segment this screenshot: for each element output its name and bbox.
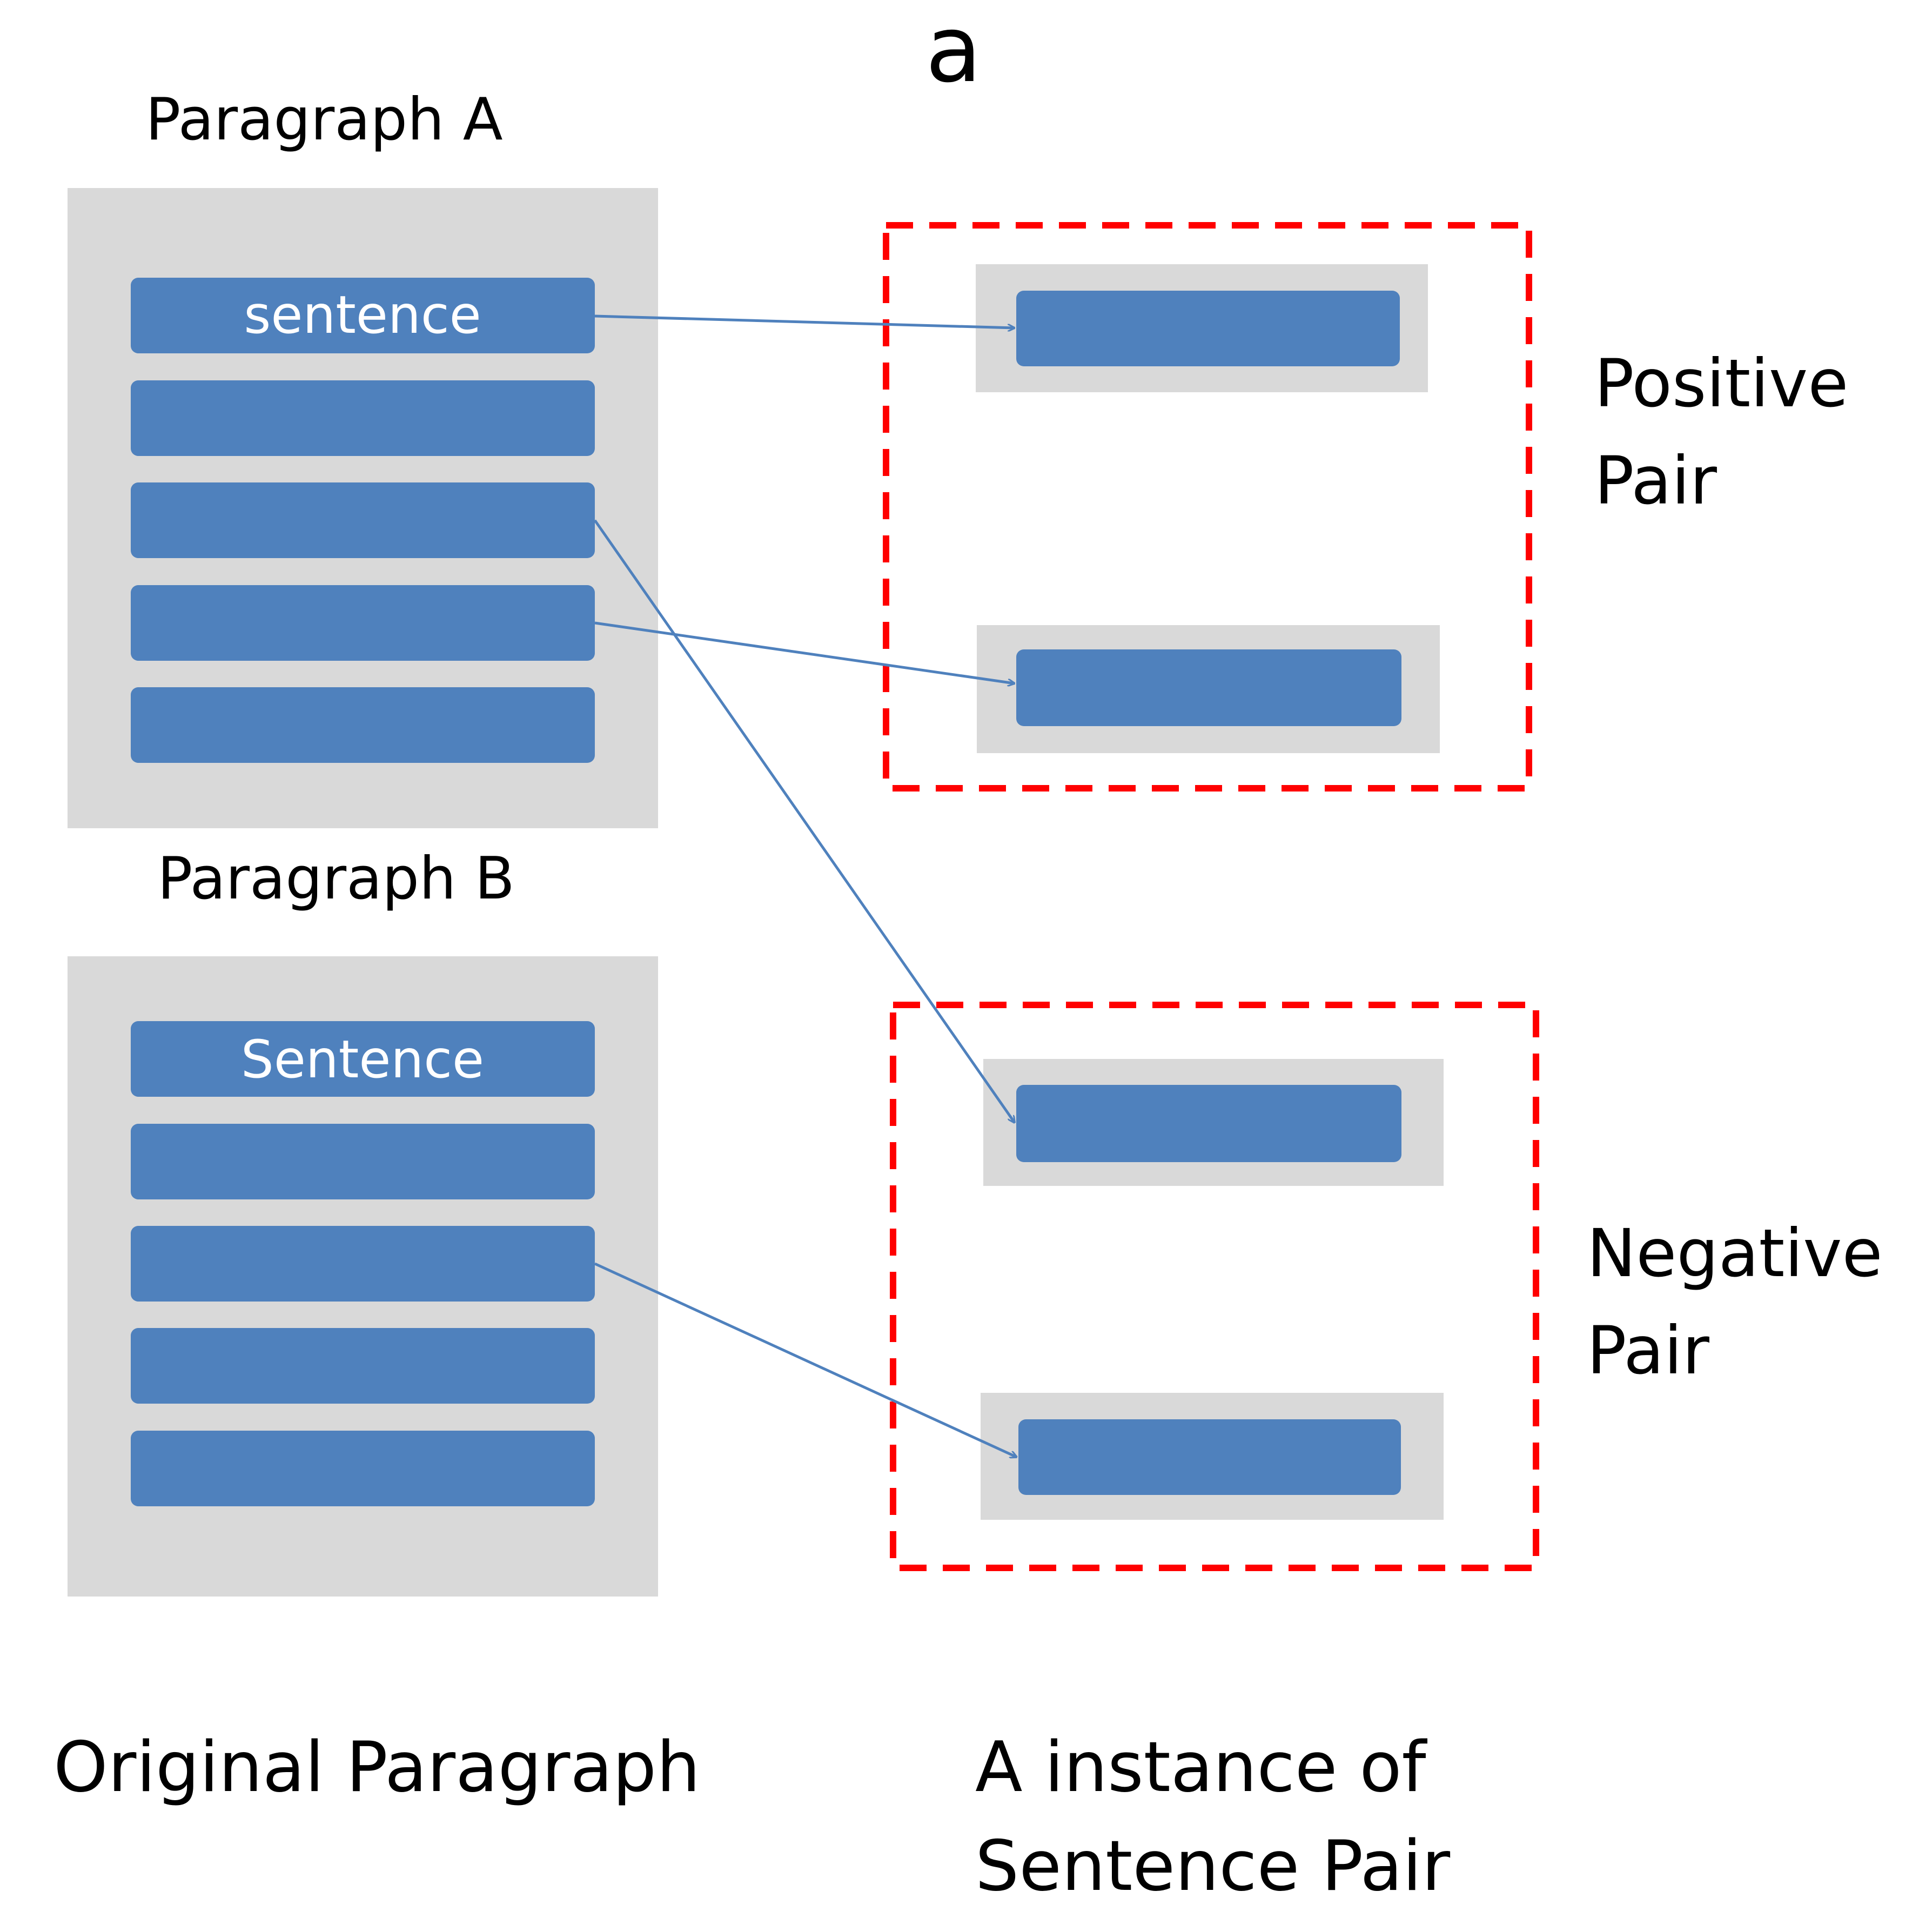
- arrow-a4-to-positive-2: [594, 621, 1015, 683]
- sentence-pair-label-line2: Sentence Pair: [975, 1826, 1450, 1907]
- paragraph-a-sentence-4: [131, 585, 595, 661]
- paragraph-b-sentence-1-label: Sentence: [241, 1029, 484, 1090]
- negative-pair-label-line2: Pair: [1587, 1312, 1710, 1389]
- figure-letter: a: [925, 0, 982, 103]
- paragraph-b-sentence-2: [131, 1124, 595, 1199]
- paragraph-b-sentence-3: [131, 1226, 595, 1302]
- positive-pair-sentence-1: [1016, 291, 1400, 366]
- positive-pair-box: [883, 222, 1532, 792]
- arrow-a3-to-negative-1: [593, 519, 1015, 1123]
- negative-pair-box: [890, 1002, 1539, 1571]
- negative-pair-sentence-2: [1018, 1419, 1401, 1495]
- paragraph-a-sentence-5: [131, 687, 595, 763]
- sentence-pair-label-line1: A instance of: [975, 1727, 1428, 1808]
- paragraph-a-sentence-3: [131, 482, 595, 558]
- original-paragraph-label: Original Paragraph: [53, 1727, 700, 1808]
- arrow-b3-to-negative-2: [594, 1262, 1017, 1457]
- arrow-a1-to-positive-1: [594, 314, 1015, 328]
- positive-pair-sentence-2: [1016, 649, 1401, 726]
- paragraph-b-title: Paragraph B: [157, 845, 515, 913]
- positive-pair-label-line1: Positive: [1594, 345, 1848, 422]
- negative-pair-label-line1: Negative: [1587, 1215, 1883, 1292]
- paragraph-a-sentence-1-label: sentence: [244, 285, 481, 345]
- negative-pair-sentence-1: [1016, 1085, 1401, 1162]
- paragraph-b-sentence-5: [131, 1431, 595, 1506]
- paragraph-b-sentence-4: [131, 1328, 595, 1404]
- paragraph-b-sentence-1: [131, 1021, 595, 1097]
- paragraph-a-sentence-2: [131, 380, 595, 456]
- positive-pair-label-line2: Pair: [1594, 442, 1718, 519]
- paragraph-a-sentence-1: [131, 278, 595, 353]
- paragraph-a-title: Paragraph A: [145, 86, 502, 153]
